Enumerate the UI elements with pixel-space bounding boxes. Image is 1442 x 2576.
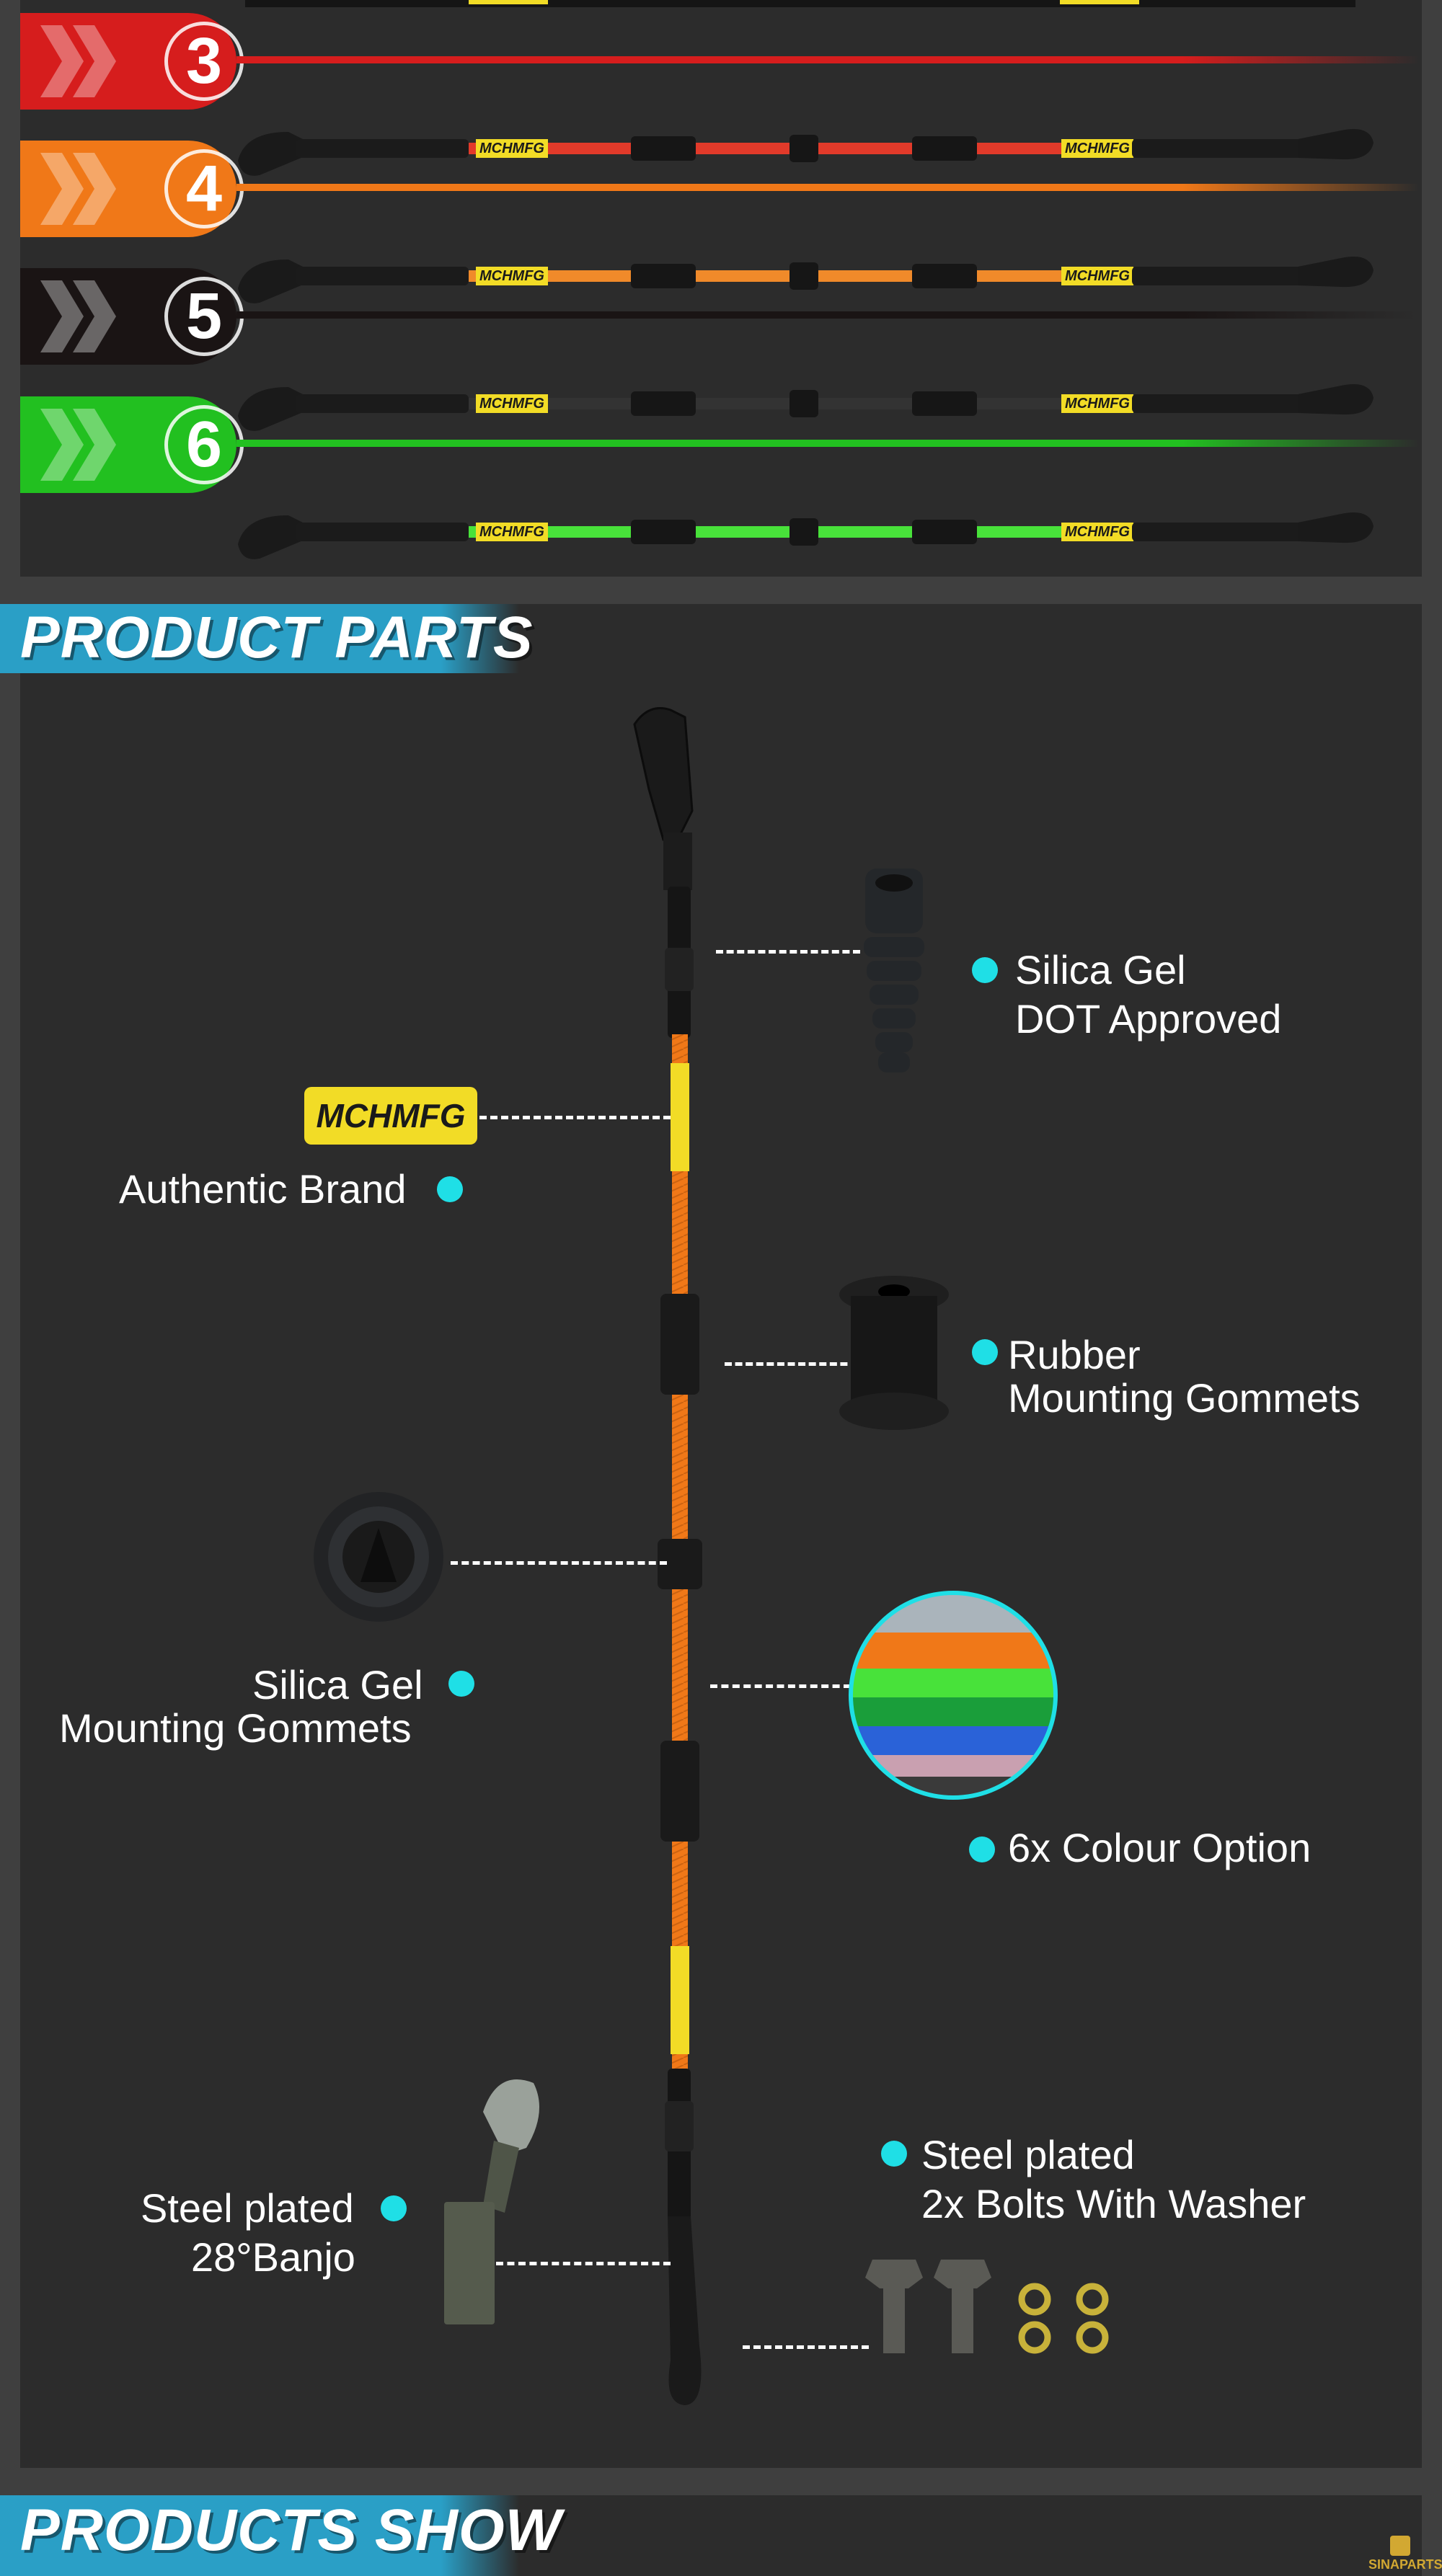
bullet-banjo bbox=[381, 2195, 407, 2221]
bullet-silica-dot bbox=[972, 957, 998, 983]
colour-badge-4: 4 bbox=[20, 141, 244, 237]
hose-brand-tag-right: MCHMFG bbox=[1065, 141, 1130, 156]
hose-row-5 bbox=[238, 384, 1374, 431]
hose-brand-tag-right: MCHMFG bbox=[1065, 396, 1130, 412]
colour-badge-6: 6 bbox=[20, 396, 244, 493]
watermark-text: SINAPARTS bbox=[1368, 2557, 1442, 2572]
hose-row-3 bbox=[238, 129, 1374, 176]
colour-number: 5 bbox=[164, 277, 244, 356]
colour-badge-5: 5 bbox=[20, 268, 244, 365]
leader-silica-mount bbox=[451, 1561, 667, 1565]
products-show-header-band bbox=[0, 2495, 519, 2576]
bolts-washers-image bbox=[865, 2260, 1109, 2354]
leader-bolts bbox=[743, 2345, 869, 2349]
leader-silica-dot bbox=[716, 950, 860, 954]
bullet-colour bbox=[969, 1836, 995, 1862]
colour-number: 4 bbox=[164, 149, 244, 228]
label-silica-gel-line1: Silica Gel bbox=[1015, 947, 1186, 992]
hose-brand-tag-left: MCHMFG bbox=[479, 524, 544, 540]
hose-brand-tag-left: MCHMFG bbox=[479, 268, 544, 284]
label-rubber: Rubber bbox=[1008, 1332, 1141, 1377]
colour-number: 6 bbox=[164, 405, 244, 484]
hose-row-2-partial-tag bbox=[469, 0, 548, 4]
sinaparts-logo-icon bbox=[1390, 2536, 1410, 2556]
bullet-brand bbox=[437, 1176, 463, 1202]
bullet-rubber bbox=[972, 1339, 998, 1365]
label-rubber-mounting-gommets: Mounting Gommets bbox=[1008, 1375, 1361, 1421]
chevron-right-icon bbox=[40, 153, 116, 225]
label-authentic-brand: Authentic Brand bbox=[119, 1166, 407, 1212]
chevron-right-icon bbox=[40, 25, 116, 97]
hose-row-4 bbox=[238, 257, 1374, 303]
label-banjo-28: 28°Banjo bbox=[191, 2234, 355, 2280]
hose-row-2-partial bbox=[245, 0, 1355, 7]
colour-options-swatch bbox=[849, 1591, 1058, 1800]
banjo-fitting-image bbox=[444, 2079, 539, 2324]
label-bolts-with-washer: 2x Bolts With Washer bbox=[921, 2181, 1306, 2226]
label-colour-option: 6x Colour Option bbox=[1008, 1825, 1311, 1870]
product-parts-header-band bbox=[0, 604, 519, 673]
label-silica-gel-mount-line1: Silica Gel bbox=[252, 1662, 423, 1707]
colour-line-6 bbox=[236, 440, 1419, 447]
chevron-right-icon bbox=[40, 409, 116, 481]
bullet-bolts bbox=[881, 2141, 907, 2167]
hose-brand-tag-left: MCHMFG bbox=[479, 396, 544, 412]
colour-line-4 bbox=[236, 184, 1419, 191]
leader-rubber bbox=[725, 1362, 858, 1366]
hose-brand-tag-upper: MCHMFG bbox=[681, 1110, 695, 1117]
colour-line-3 bbox=[236, 56, 1419, 63]
label-banjo-steel-plated: Steel plated bbox=[141, 2185, 354, 2231]
brake-hose-illustration bbox=[633, 707, 702, 2405]
hose-brand-tag-left: MCHMFG bbox=[479, 141, 544, 156]
silica-gel-boot-image bbox=[864, 869, 924, 1072]
product-parts-panel bbox=[20, 604, 1422, 2468]
bullet-silica-mount bbox=[448, 1671, 474, 1697]
leader-colour bbox=[710, 1684, 851, 1688]
chevron-right-icon bbox=[40, 280, 116, 352]
leader-banjo bbox=[496, 2262, 671, 2265]
silica-gel-grommet-image bbox=[314, 1492, 443, 1622]
colour-line-5 bbox=[236, 311, 1419, 319]
label-silica-gel-mounting-gommets: Mounting Gommets bbox=[59, 1705, 412, 1751]
hose-brand-tag-right: MCHMFG bbox=[1065, 268, 1130, 284]
hose-brand-tag-right: MCHMFG bbox=[1065, 524, 1130, 540]
brand-tag-image: MCHMFG bbox=[304, 1087, 477, 1145]
products-show-title: PRODUCTS SHOW bbox=[20, 2497, 562, 2563]
hose-row-6 bbox=[238, 512, 1374, 559]
label-dot-approved: DOT Approved bbox=[1015, 996, 1282, 1041]
colour-number: 3 bbox=[164, 22, 244, 101]
label-bolts-steel-plated: Steel plated bbox=[921, 2132, 1135, 2177]
leader-brand bbox=[479, 1116, 671, 1119]
colour-badge-3: 3 bbox=[20, 13, 244, 110]
product-parts-title: PRODUCT PARTS bbox=[20, 605, 534, 670]
hose-row-2-partial-tag bbox=[1060, 0, 1139, 4]
rubber-grommet-image bbox=[839, 1276, 949, 1430]
